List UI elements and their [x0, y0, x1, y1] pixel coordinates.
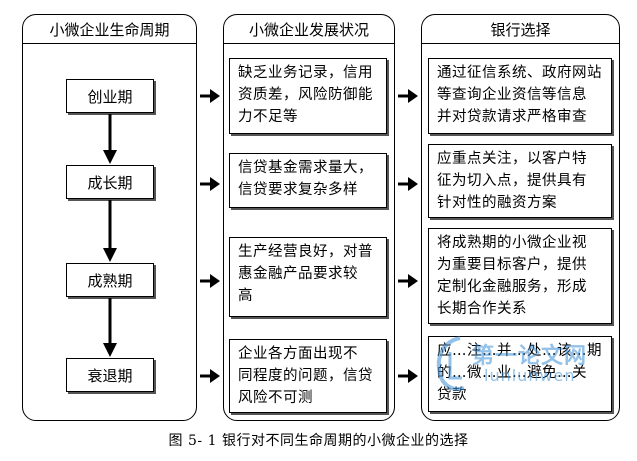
status-text-maturity: 生产经营良好，对普 惠金融产品要求较 高: [238, 244, 373, 304]
status-box-growth: 信贷基金需求量大， 信贷要求复杂多样: [229, 153, 387, 208]
stage-maturity: 成熟期: [66, 263, 154, 297]
bank-text-decline: 应…注…并…处…该…期 的…微…业…避免…关 贷款: [437, 343, 602, 403]
right-arrow-icon: [200, 89, 220, 103]
status-column-title: 小微企业发展状况: [224, 15, 394, 44]
lifecycle-column-title: 小微企业生命周期: [23, 15, 196, 44]
right-arrow-icon: [398, 274, 418, 288]
status-text-startup: 缺乏业务记录，信用 资质差，风险防御能 力不足等: [238, 65, 373, 125]
bank-text-maturity: 将成熟期的小微企业视 为重要目标客户，提供 定制化金融服务，形成 长期合作关系: [437, 235, 587, 317]
status-text-decline: 企业各方面出现不 同程度的问题，信贷 风险不可测: [238, 346, 373, 406]
bank-box-startup: 通过征信系统、政府网站 等查询企业资信等信息 并对贷款请求严格审查: [428, 58, 612, 134]
stage-decline: 衰退期: [66, 358, 154, 392]
down-arrow-icon: [103, 114, 117, 164]
figure-caption: 图 5- 1 银行对不同生命周期的小微企业的选择: [168, 433, 469, 449]
down-arrow-icon: [103, 298, 117, 357]
down-arrow-icon: [103, 200, 117, 262]
bank-box-maturity: 将成熟期的小微企业视 为重要目标客户，提供 定制化金融服务，形成 长期合作关系: [428, 228, 612, 324]
right-arrow-icon: [398, 369, 418, 383]
right-arrow-icon: [398, 89, 418, 103]
stage-startup: 创业期: [66, 79, 154, 113]
right-arrow-icon: [200, 177, 220, 191]
bank-column-title: 银行选择: [422, 15, 619, 44]
right-arrow-icon: [200, 274, 220, 288]
stage-growth: 成长期: [66, 165, 154, 199]
status-text-growth: 信贷基金需求量大， 信贷要求复杂多样: [238, 160, 373, 198]
bank-box-decline: 应…注…并…处…该…期 的…微…业…避免…关 贷款: [428, 336, 612, 412]
status-box-maturity: 生产经营良好，对普 惠金融产品要求较 高: [229, 237, 387, 317]
bank-box-growth: 应重点关注，以客户特 征为切入点，提供具有 针对性的融资方案: [428, 144, 612, 218]
bank-text-startup: 通过征信系统、政府网站 等查询企业资信等信息 并对贷款请求严格审查: [437, 65, 602, 125]
right-arrow-icon: [200, 369, 220, 383]
status-box-decline: 企业各方面出现不 同程度的问题，信贷 风险不可测: [229, 339, 387, 413]
bank-text-growth: 应重点关注，以客户特 征为切入点，提供具有 针对性的融资方案: [437, 151, 587, 211]
status-box-startup: 缺乏业务记录，信用 资质差，风险防御能 力不足等: [229, 58, 387, 134]
right-arrow-icon: [398, 177, 418, 191]
